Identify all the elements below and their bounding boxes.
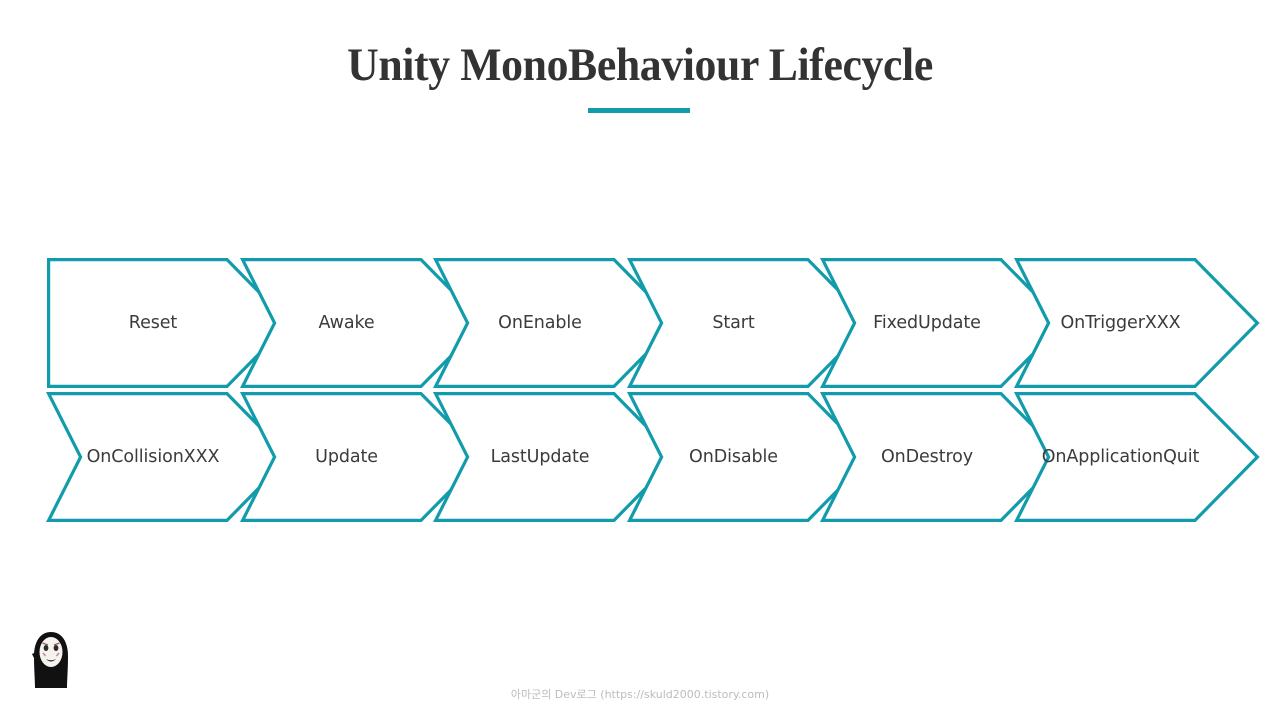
lifecycle-stage-fixedupdate[interactable]: FixedUpdate — [820, 258, 1066, 388]
flow-row-1: Reset Awake OnEnable Start FixedUpdate OnTrig… — [0, 258, 1280, 388]
lifecycle-stage-start[interactable]: Start — [626, 258, 873, 388]
chevron-shape — [820, 392, 1066, 522]
chevron-shape — [239, 258, 486, 388]
lifecycle-stage-label: OnCollisionXXX — [86, 447, 220, 467]
lifecycle-stage-label: OnDestroy — [880, 447, 974, 467]
lifecycle-stage-label: Start — [712, 313, 755, 333]
chevron-shape — [433, 258, 679, 388]
chevron-shape — [626, 258, 873, 388]
lifecycle-stage-ondestroy[interactable]: OnDestroy — [820, 392, 1066, 522]
chevron-shape — [820, 258, 1066, 388]
lifecycle-stage-label: OnTriggerXXX — [1060, 313, 1181, 333]
chevron-shape — [433, 392, 679, 522]
chevron-shape — [1013, 258, 1260, 388]
lifecycle-stage-label: OnEnable — [498, 313, 582, 333]
page-title: Unity MonoBehaviour Lifecycle — [347, 39, 933, 91]
lifecycle-stage-lastupdate[interactable]: LastUpdate — [433, 392, 679, 522]
lifecycle-flow-diagram: Reset Awake OnEnable Start FixedUpdate OnTrig… — [0, 258, 1280, 528]
chevron-shape — [1013, 392, 1260, 522]
lifecycle-stage-label: FixedUpdate — [873, 313, 981, 333]
footer-credit: 아마군의 Dev로그 (https://skuld2000.tistory.co… — [510, 688, 770, 701]
lifecycle-stage-label: OnApplicationQuit — [1041, 447, 1200, 467]
lifecycle-stage-onenable[interactable]: OnEnable — [433, 258, 679, 388]
no-face-character-icon — [22, 626, 80, 692]
lifecycle-stage-label: Awake — [318, 313, 375, 333]
lifecycle-stage-ontriggerxxx[interactable]: OnTriggerXXX — [1013, 258, 1260, 388]
lifecycle-stage-update[interactable]: Update — [239, 392, 486, 522]
lifecycle-stage-label: OnDisable — [689, 447, 778, 467]
lifecycle-stage-ondisable[interactable]: OnDisable — [626, 392, 873, 522]
lifecycle-stage-label: LastUpdate — [490, 447, 590, 467]
lifecycle-stage-label: Reset — [128, 313, 178, 333]
chevron-shape — [239, 392, 486, 522]
lifecycle-stage-awake[interactable]: Awake — [239, 258, 486, 388]
title-underline-accent — [588, 108, 690, 113]
lifecycle-stage-oncollisionxxx[interactable]: OnCollisionXXX — [46, 392, 292, 522]
lifecycle-stage-label: Update — [315, 447, 378, 467]
chevron-shape — [46, 392, 292, 522]
lifecycle-stage-onapplicationquit[interactable]: OnApplicationQuit — [1013, 392, 1260, 522]
flow-row-2: OnCollisionXXX Update LastUpdate OnDisable O… — [0, 392, 1280, 522]
chevron-shape — [626, 392, 873, 522]
lifecycle-stage-reset[interactable]: Reset — [47, 258, 292, 388]
